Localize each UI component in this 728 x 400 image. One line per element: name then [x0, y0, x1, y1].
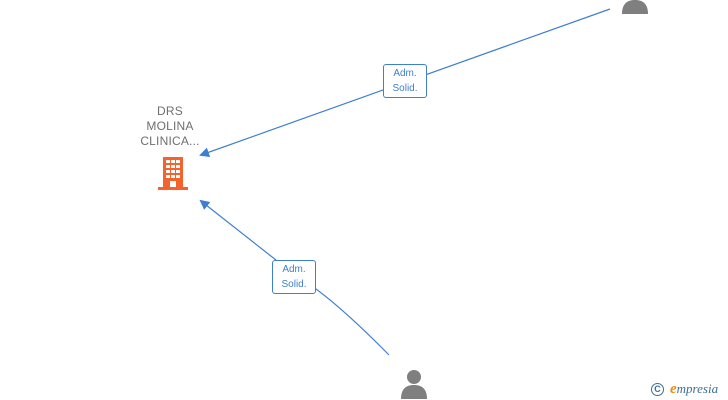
relation-label-line: Adm. — [282, 264, 306, 275]
person-icon[interactable] — [619, 0, 651, 14]
relation-label-line: Solid. — [281, 279, 307, 290]
brand-name: mpresia — [676, 381, 719, 396]
relation-label-line: Adm. — [393, 68, 417, 79]
company-name-line: DRS — [157, 104, 183, 118]
empresia-watermark[interactable]: C e mpresia — [651, 380, 718, 398]
building-icon[interactable] — [156, 155, 190, 191]
brand-initial: e — [670, 380, 677, 397]
person-icon[interactable] — [398, 367, 430, 399]
company-name-line: CLINICA... — [140, 134, 200, 148]
company-name[interactable]: DRS MOLINA CLINICA... — [120, 104, 220, 149]
copyright-icon: C — [651, 382, 664, 396]
relation-label-line: Solid. — [392, 83, 418, 94]
relation-label-top[interactable]: Adm. Solid. — [383, 64, 427, 98]
company-name-line: MOLINA — [146, 119, 194, 133]
relation-label-bottom[interactable]: Adm. Solid. — [272, 260, 316, 294]
